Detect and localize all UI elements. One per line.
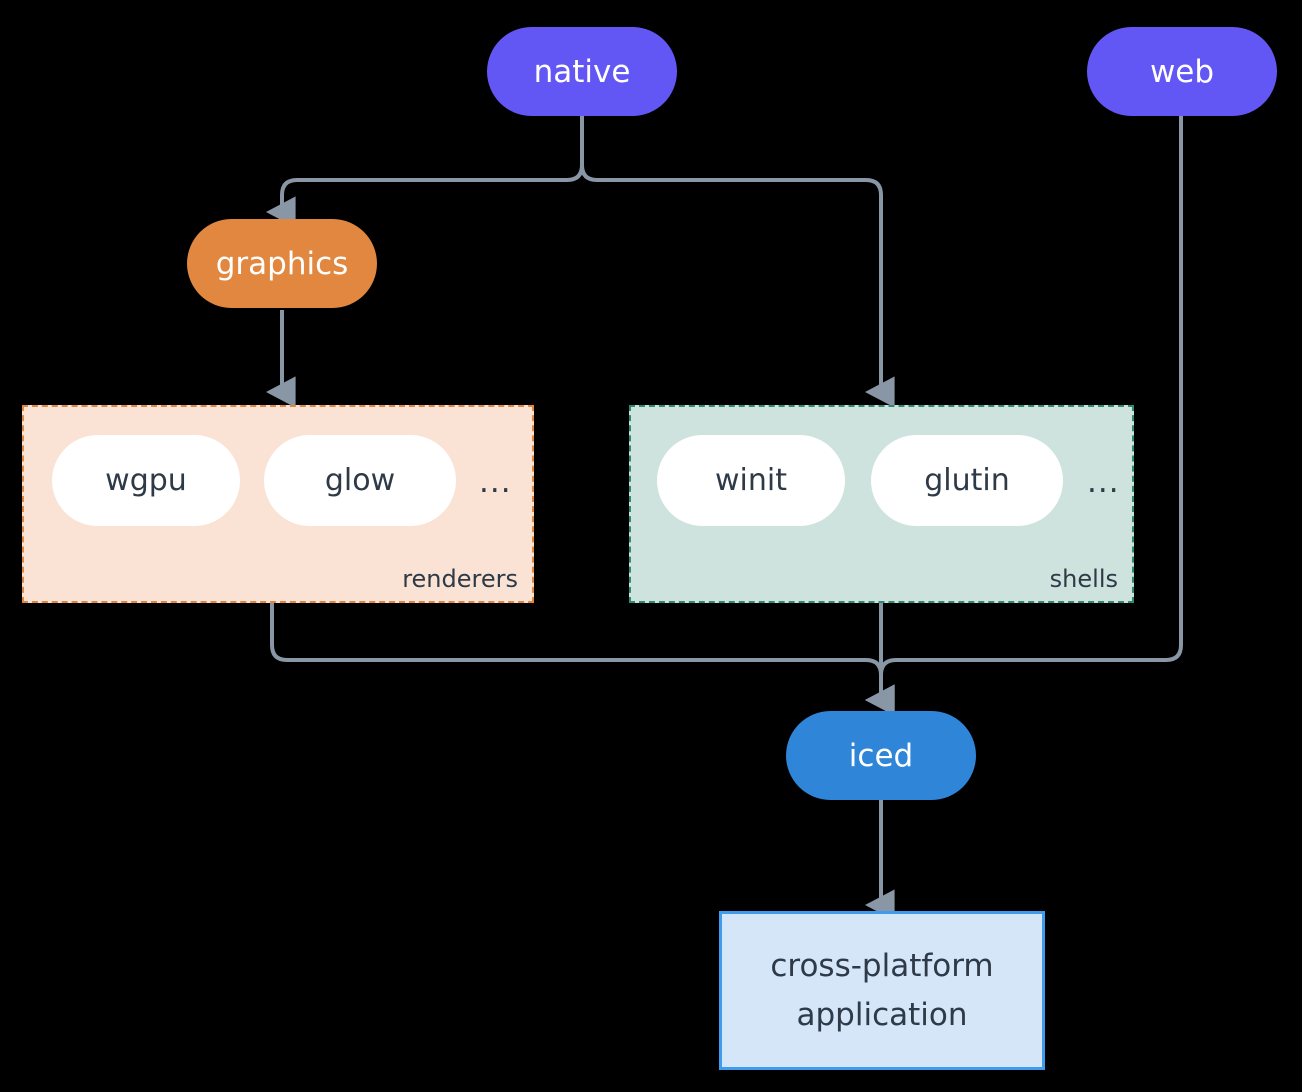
cluster-item-glutin[interactable]: glutin — [871, 435, 1063, 526]
node-graphics[interactable]: graphics — [187, 219, 377, 308]
cluster-item-winit-label: winit — [715, 463, 787, 498]
cluster-shells: winit glutin ... shells — [629, 405, 1134, 603]
node-web[interactable]: web — [1087, 27, 1277, 116]
cluster-item-glow[interactable]: glow — [264, 435, 456, 526]
node-graphics-label: graphics — [215, 245, 349, 282]
cluster-renderers-label: renderers — [402, 565, 518, 593]
cluster-shells-overflow: ... — [1087, 464, 1120, 500]
node-application-line2: application — [796, 996, 968, 1033]
edge-native-shells — [580, 115, 895, 408]
cluster-item-winit[interactable]: winit — [657, 435, 845, 526]
node-native[interactable]: native — [487, 27, 677, 116]
node-iced-label: iced — [848, 737, 914, 774]
edge-native-split — [265, 115, 584, 228]
cluster-item-glutin-label: glutin — [924, 463, 1010, 498]
node-iced[interactable]: iced — [786, 711, 976, 800]
node-application[interactable]: cross-platform application — [719, 911, 1045, 1070]
cluster-item-glow-label: glow — [324, 463, 396, 498]
node-application-line1: cross-platform — [770, 948, 994, 985]
cluster-item-wgpu-label: wgpu — [105, 463, 187, 498]
node-native-label: native — [533, 53, 631, 90]
cluster-shells-label: shells — [1049, 565, 1118, 593]
edge-renderers-iced — [270, 603, 895, 716]
cluster-renderers-overflow: ... — [479, 464, 512, 500]
cluster-renderers: wgpu glow ... renderers — [22, 405, 534, 603]
node-web-label: web — [1149, 53, 1215, 90]
cluster-item-wgpu[interactable]: wgpu — [52, 435, 240, 526]
